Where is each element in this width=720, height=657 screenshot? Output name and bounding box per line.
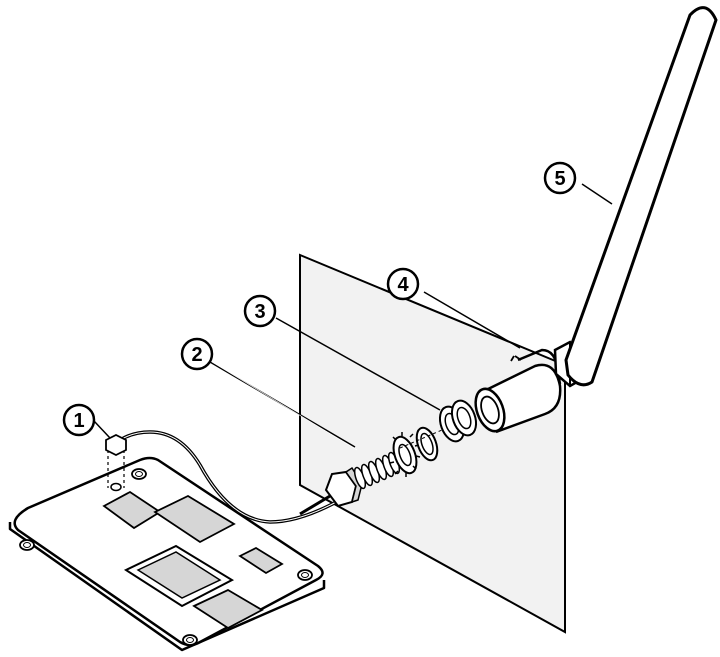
bulkhead-connector xyxy=(299,451,401,516)
circuit-board xyxy=(8,456,326,652)
ufl-connector xyxy=(105,433,127,457)
callout-2-label: 2 xyxy=(191,344,202,366)
flat-washer xyxy=(415,426,439,462)
lock-washer xyxy=(389,432,421,477)
callout-4-label: 4 xyxy=(397,274,409,296)
callout-4: 4 xyxy=(386,267,420,301)
leader-lines xyxy=(93,183,613,451)
connector-threads xyxy=(353,451,401,490)
board-chips xyxy=(102,490,284,630)
board-connector-pad xyxy=(110,482,122,492)
callout-2: 2 xyxy=(180,337,214,371)
ufl-cable xyxy=(105,430,342,524)
hex-nut-pair xyxy=(438,399,478,443)
callout-5-label: 5 xyxy=(554,168,565,190)
callout-3: 3 xyxy=(243,294,277,328)
callout-1: 1 xyxy=(62,403,96,437)
callout-1-label: 1 xyxy=(73,410,84,432)
callout-5: 5 xyxy=(543,161,577,195)
board-mounting-holes xyxy=(19,468,313,646)
callout-3-label: 3 xyxy=(254,301,265,323)
antenna-rod xyxy=(564,6,718,387)
